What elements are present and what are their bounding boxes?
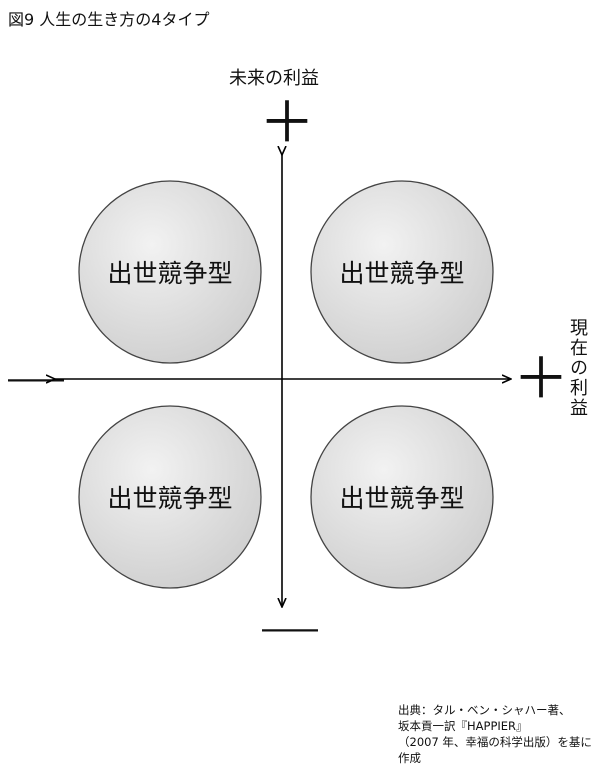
quadrant-circle — [78, 405, 262, 589]
axis-label-present-benefit: 現在の利益 — [567, 318, 588, 418]
quadrant-circle — [78, 180, 262, 364]
source-line-2: 坂本貢一訳『HAPPIER』 — [398, 719, 528, 733]
quadrant-circle — [310, 405, 494, 589]
axis-label-future-benefit: 未来の利益 — [229, 68, 319, 89]
quadrant-circle — [310, 180, 494, 364]
plus-sign-right: ＋ — [513, 347, 569, 412]
source-line-3: （2007 年、幸福の科学出版）を基に作成 — [398, 735, 592, 765]
plus-sign-top: ＋ — [259, 91, 315, 156]
source-citation: 出典：タル・ベン・シャハー著、 坂本貢一訳『HAPPIER』 （2007 年、幸… — [398, 702, 600, 766]
quadrant-label: 出世競争型 — [339, 259, 464, 288]
quadrant-bottom-left: 出世競争型 — [78, 405, 262, 589]
quadrant-top-left: 出世競争型 — [78, 180, 262, 364]
quadrant-label: 出世競争型 — [107, 484, 232, 513]
minus-sign-bottom: ― — [262, 595, 318, 660]
source-line-1: 出典：タル・ベン・シャハー著、 — [398, 703, 571, 717]
quadrant-bottom-right: 出世競争型 — [310, 405, 494, 589]
quadrant-label: 出世競争型 — [339, 484, 464, 513]
figure-title: 図9 人生の生き方の4タイプ — [8, 10, 210, 29]
quadrant-top-right: 出世競争型 — [310, 180, 494, 364]
quadrant-label: 出世競争型 — [107, 259, 232, 288]
